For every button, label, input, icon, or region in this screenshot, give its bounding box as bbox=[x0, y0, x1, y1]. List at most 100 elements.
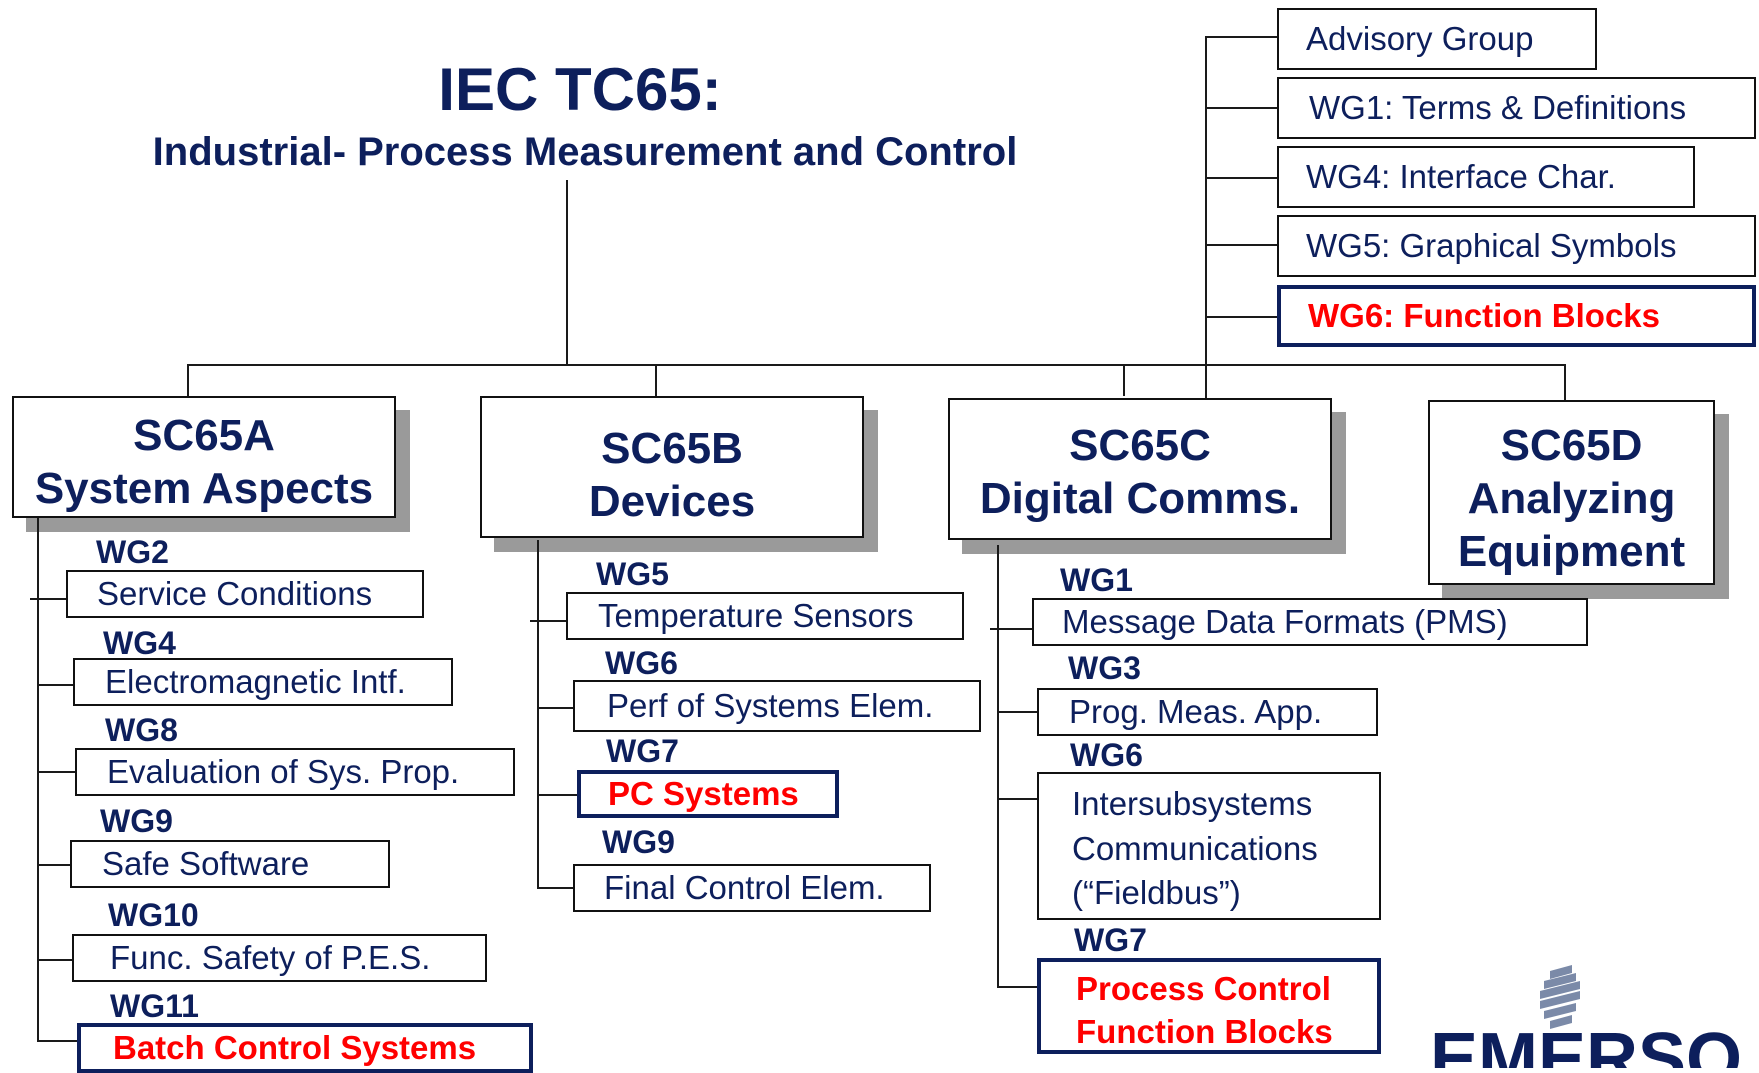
sc65d-name-line1: Analyzing bbox=[1467, 473, 1676, 523]
connector-sc65a-h5 bbox=[37, 959, 72, 961]
sc65c-wg7-box[interactable]: Process Control Function Blocks bbox=[1037, 958, 1381, 1054]
connector-sc65c-h1 bbox=[990, 628, 1032, 630]
connector-sc65b-h1 bbox=[530, 620, 566, 622]
wg-label: Service Conditions bbox=[97, 575, 373, 612]
top-group-wg4[interactable]: WG4: Interface Char. bbox=[1277, 146, 1695, 208]
sc65c-wg-id: WG6 bbox=[1070, 737, 1143, 773]
top-group-label: WG5: Graphical Symbols bbox=[1306, 227, 1677, 264]
sc65c-wg-id: WG3 bbox=[1068, 650, 1141, 686]
connector-sc65a-vertical bbox=[37, 518, 39, 1040]
sc65a-wg4-box[interactable]: Electromagnetic Intf. bbox=[73, 658, 453, 706]
connector-sc65b-vertical bbox=[537, 540, 539, 889]
diagram-title: IEC TC65: bbox=[438, 56, 722, 123]
top-group-label: WG4: Interface Char. bbox=[1306, 158, 1616, 195]
sc65a-code: SC65A bbox=[133, 411, 275, 460]
sc65a-wg-id: WG4 bbox=[103, 625, 176, 661]
sc65a-wg-id: WG8 bbox=[105, 712, 178, 748]
wg-label-line: Communications bbox=[1072, 829, 1318, 867]
wg-label: Message Data Formats (PMS) bbox=[1062, 603, 1508, 640]
wg-label: Evaluation of Sys. Prop. bbox=[107, 753, 460, 790]
connector-sc65c-up bbox=[1123, 364, 1125, 396]
wg-label: Func. Safety of P.E.S. bbox=[110, 939, 431, 976]
sc65b-wg-id: WG7 bbox=[606, 733, 679, 769]
wg-label: Perf of Systems Elem. bbox=[607, 687, 934, 724]
sc65c-wg-id: WG7 bbox=[1074, 922, 1147, 958]
sc65b-wg5-box[interactable]: Temperature Sensors bbox=[566, 592, 964, 640]
connector-advisory-vertical bbox=[1205, 36, 1207, 400]
connector-sc65c-h4 bbox=[997, 986, 1037, 988]
connector-sc65c-vertical bbox=[997, 545, 999, 988]
sc65b-wg-id: WG9 bbox=[602, 824, 675, 860]
wg-label: PC Systems bbox=[608, 775, 799, 812]
wg-label-line: Intersubsystems bbox=[1072, 785, 1313, 822]
sc65b-code: SC65B bbox=[601, 424, 743, 473]
connector-sc65a-h1 bbox=[30, 598, 66, 600]
sc65d-box[interactable]: SC65D Analyzing Equipment bbox=[1428, 400, 1715, 585]
wg-label: Electromagnetic Intf. bbox=[105, 663, 406, 700]
emerson-logo-text: EMERSON bbox=[1430, 1019, 1740, 1068]
sc65a-wg2-box[interactable]: Service Conditions bbox=[66, 570, 424, 618]
sc65b-wg-id: WG6 bbox=[605, 645, 678, 681]
sc65a-wg8-box[interactable]: Evaluation of Sys. Prop. bbox=[75, 748, 515, 796]
connector-advisory-h5 bbox=[1205, 316, 1277, 318]
wg-label: Final Control Elem. bbox=[604, 869, 885, 906]
connector-title-down bbox=[566, 180, 568, 364]
top-group-label: WG1: Terms & Definitions bbox=[1309, 89, 1687, 126]
sc65d-code: SC65D bbox=[1500, 421, 1643, 470]
emerson-logo-mark-icon bbox=[1540, 965, 1580, 1029]
connector-sc65b-up bbox=[655, 364, 657, 396]
wg-label: Temperature Sensors bbox=[598, 597, 914, 634]
sc65c-wg-id: WG1 bbox=[1060, 562, 1133, 598]
connector-advisory-h2 bbox=[1205, 107, 1277, 109]
wg-label-line: (“Fieldbus”) bbox=[1072, 874, 1241, 912]
sc65b-wg-id: WG5 bbox=[596, 556, 669, 592]
sc65a-name: System Aspects bbox=[34, 463, 374, 513]
connector-advisory-h1 bbox=[1205, 36, 1277, 38]
sc65a-wg-id: WG10 bbox=[108, 897, 199, 933]
sc65c-name: Digital Comms. bbox=[979, 473, 1301, 523]
top-group-wg1[interactable]: WG1: Terms & Definitions bbox=[1277, 77, 1756, 139]
sc65b-name: Devices bbox=[588, 476, 756, 526]
connector-sc65b-h3 bbox=[537, 794, 577, 796]
sc65a-wg10-box[interactable]: Func. Safety of P.E.S. bbox=[72, 934, 487, 982]
connector-main-horizontal bbox=[187, 364, 1565, 366]
top-group-wg6[interactable]: WG6: Function Blocks bbox=[1277, 285, 1756, 347]
sc65c-wg1-box[interactable]: Message Data Formats (PMS) bbox=[1032, 598, 1588, 646]
connector-sc65b-h2 bbox=[537, 707, 573, 709]
sc65b-wg6-box[interactable]: Perf of Systems Elem. bbox=[573, 680, 981, 732]
wg-label-line: Function Blocks bbox=[1076, 1012, 1333, 1050]
connector-sc65c-h2 bbox=[997, 711, 1037, 713]
sc65a-wg9-box[interactable]: Safe Software bbox=[70, 840, 390, 888]
sc65c-wg6-box[interactable]: Intersubsystems Communications (“Fieldbu… bbox=[1037, 772, 1381, 920]
diagram-subtitle: Industrial- Process Measurement and Cont… bbox=[152, 130, 1018, 174]
connector-sc65b-h4 bbox=[537, 887, 573, 889]
top-group-wg5[interactable]: WG5: Graphical Symbols bbox=[1277, 215, 1756, 277]
sc65a-wg11-box[interactable]: Batch Control Systems bbox=[77, 1023, 533, 1073]
sc65b-box[interactable]: SC65B Devices bbox=[480, 396, 864, 538]
sc65a-wg-id: WG11 bbox=[110, 988, 199, 1024]
connector-sc65d-up bbox=[1564, 364, 1566, 400]
top-group-advisory[interactable]: Advisory Group bbox=[1277, 8, 1597, 70]
sc65a-box[interactable]: SC65A System Aspects bbox=[12, 396, 396, 518]
sc65d-name-line2: Equipment bbox=[1457, 526, 1686, 576]
connector-sc65a-h2 bbox=[37, 684, 73, 686]
sc65b-wg7-box[interactable]: PC Systems bbox=[577, 770, 839, 818]
sc65c-wg3-box[interactable]: Prog. Meas. App. bbox=[1037, 688, 1378, 736]
connector-sc65a-up bbox=[187, 364, 189, 396]
top-group-label: WG6: Function Blocks bbox=[1308, 297, 1661, 334]
wg-label: Prog. Meas. App. bbox=[1069, 693, 1323, 730]
sc65b-wg9-box[interactable]: Final Control Elem. bbox=[573, 864, 931, 912]
sc65a-wg-id: WG9 bbox=[100, 803, 173, 839]
connector-advisory-h4 bbox=[1205, 244, 1277, 246]
wg-label: Safe Software bbox=[102, 845, 310, 882]
sc65a-wg-id: WG2 bbox=[96, 534, 169, 570]
connector-advisory-h3 bbox=[1205, 177, 1277, 179]
sc65c-code: SC65C bbox=[1069, 421, 1211, 470]
emerson-logo: EMERSON bbox=[1430, 965, 1740, 1068]
top-group-label: Advisory Group bbox=[1306, 20, 1534, 57]
connector-sc65a-h6 bbox=[37, 1040, 77, 1042]
sc65c-box[interactable]: SC65C Digital Comms. bbox=[948, 398, 1332, 540]
wg-label-line: Process Control bbox=[1076, 970, 1331, 1007]
connector-sc65c-h3 bbox=[997, 798, 1037, 800]
connector-sc65a-h3 bbox=[37, 771, 75, 773]
